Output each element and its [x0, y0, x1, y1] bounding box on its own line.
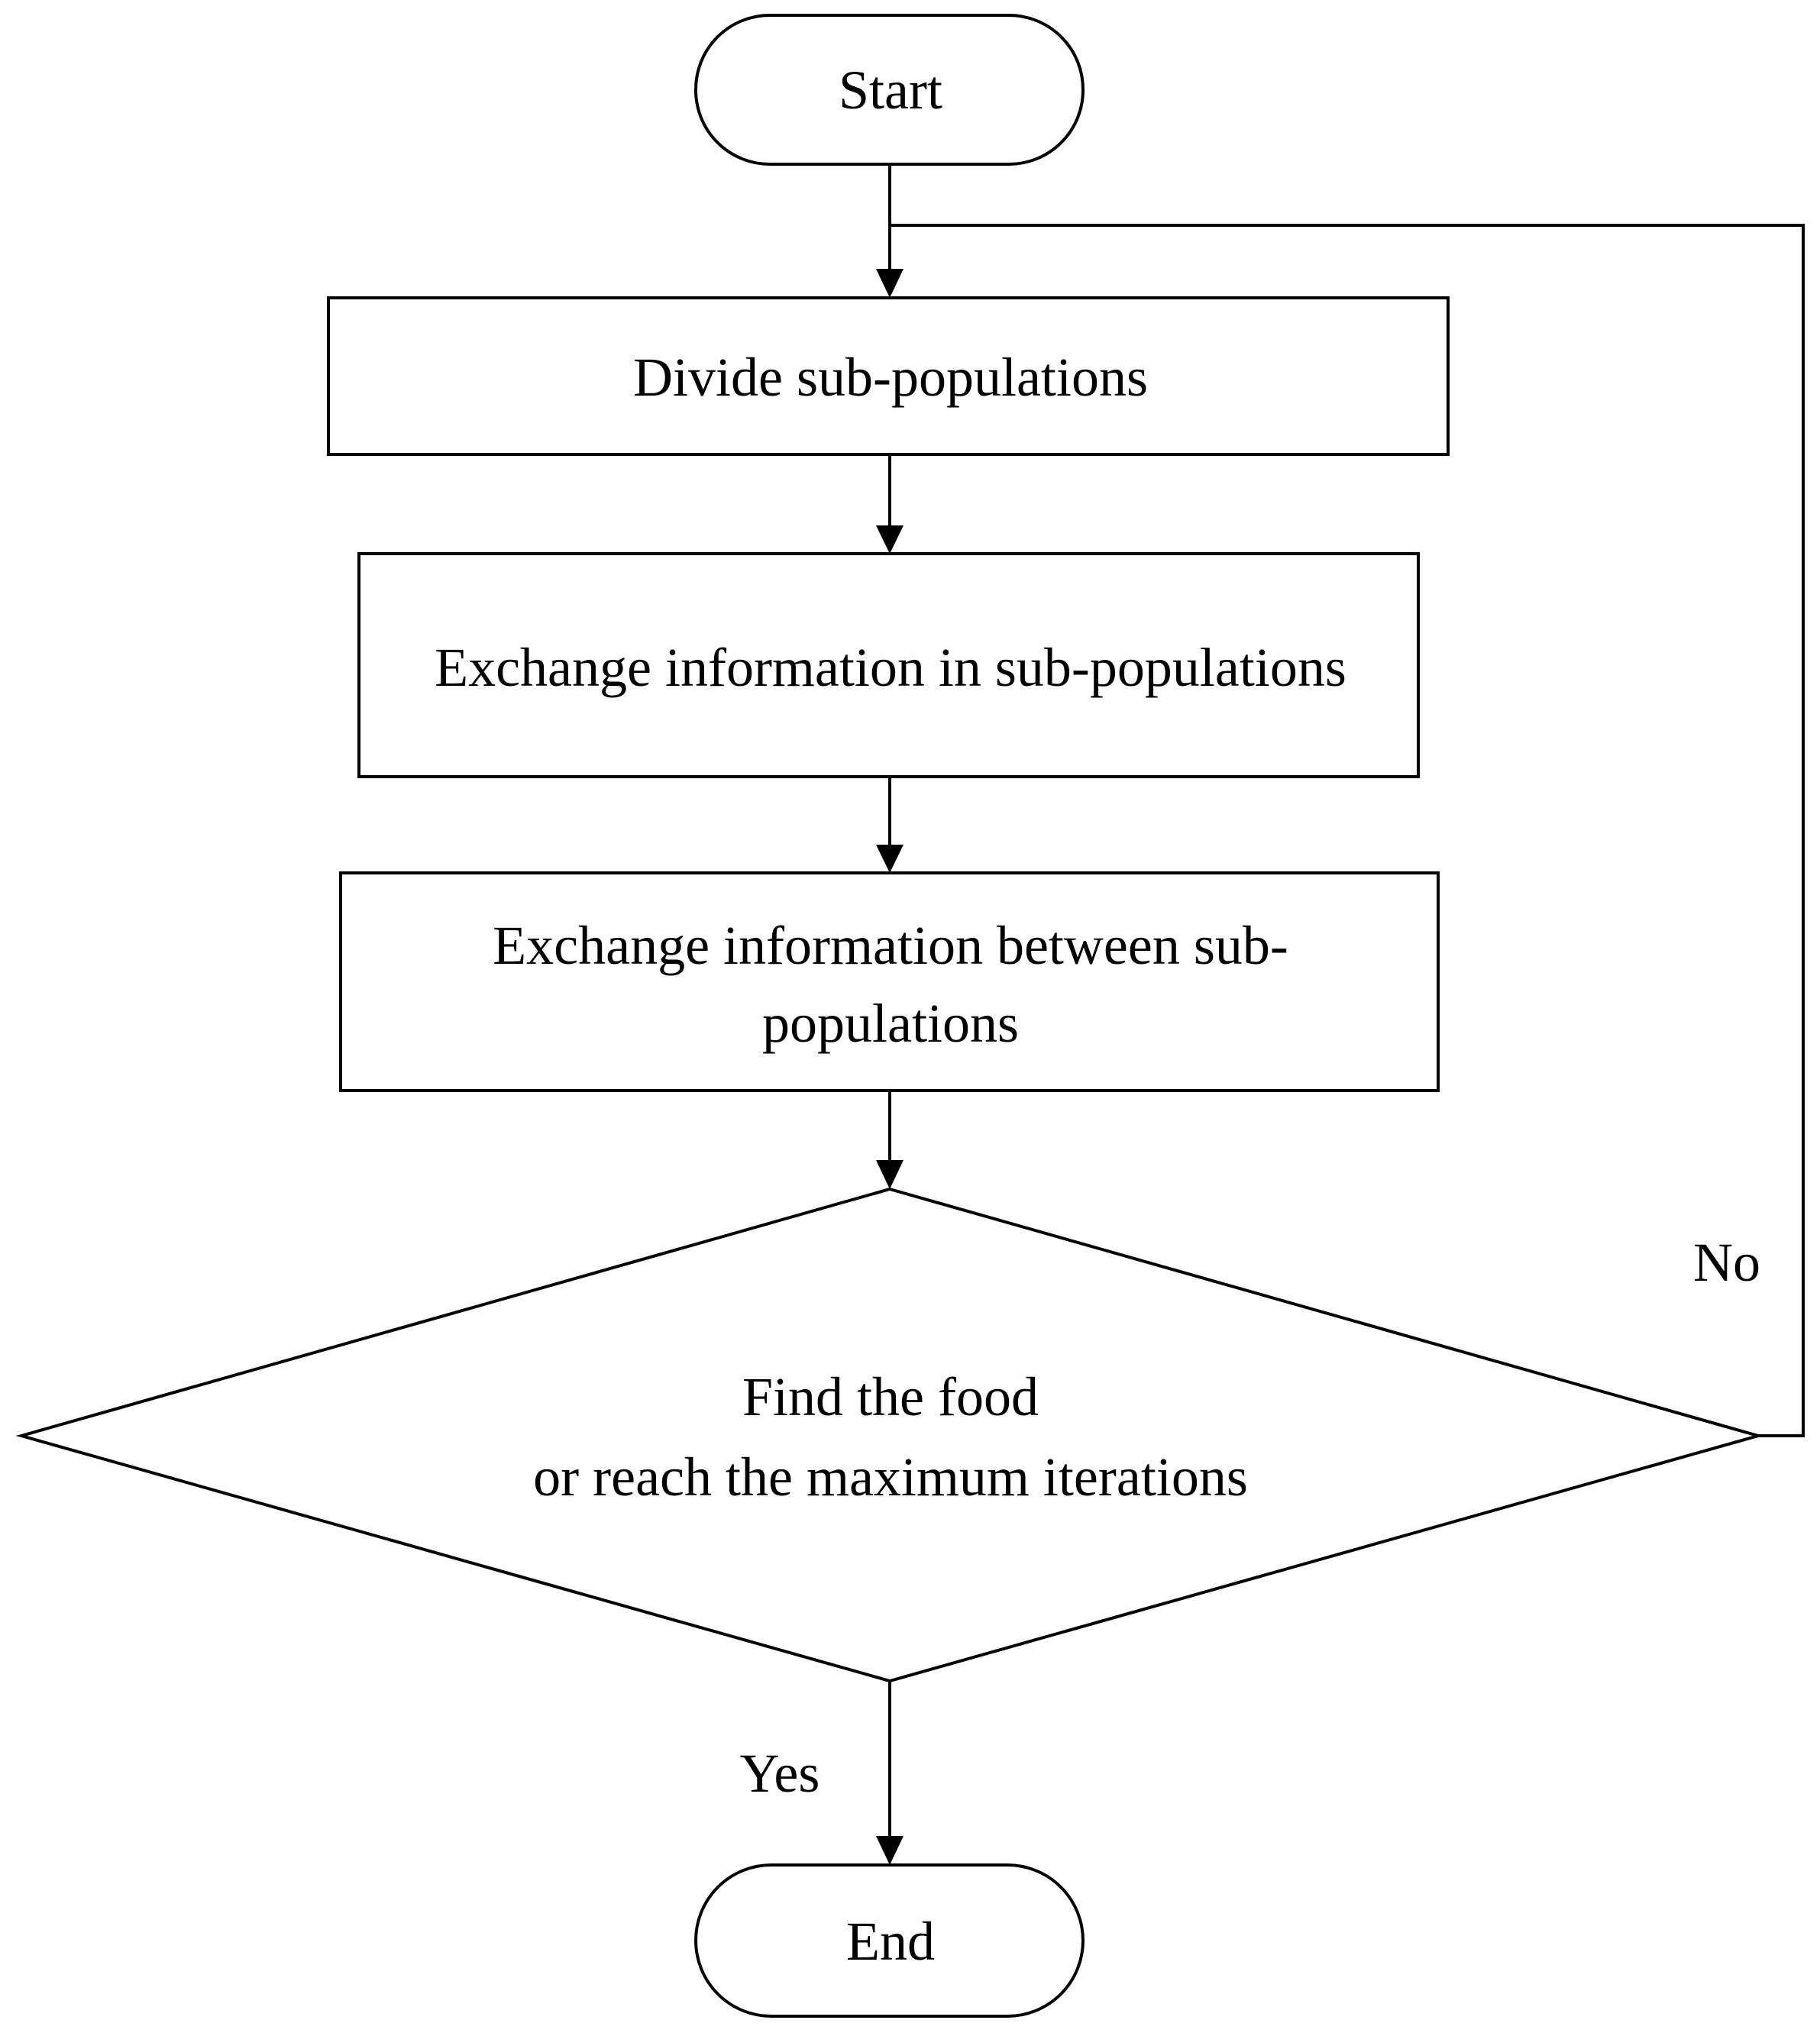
exchange-in-label: Exchange information in sub-populations [435, 637, 1346, 698]
arrowhead-exchange-in [876, 525, 904, 554]
arrowhead-exchange-between [876, 845, 904, 873]
arrowhead-divide [876, 269, 904, 298]
start-terminator: Start [694, 14, 1085, 166]
arrowhead-decision [876, 1160, 904, 1189]
decision-label-line2: or reach the maximum iterations [533, 1446, 1248, 1508]
connector-yes-to-end: Yes [740, 1681, 904, 1865]
divide-box [327, 296, 1450, 456]
end-label: End [846, 1911, 935, 1972]
exchange-between-box [339, 871, 1440, 1092]
process-exchange-between: Exchange information between sub- popula… [339, 871, 1440, 1092]
start-label: Start [839, 60, 942, 121]
process-exchange-in: Exchange information in sub-populations [357, 552, 1420, 778]
connector-divide-to-exchange-in [876, 454, 904, 554]
decision-node: Find the food or reach the maximum itera… [15, 1187, 1764, 1683]
connector-between-to-decision [876, 1091, 904, 1189]
connector-no-loop: No [890, 224, 1805, 1437]
connector-exchange-in-to-between [876, 777, 904, 873]
arrowhead-end [876, 1836, 904, 1865]
exchange-between-label-line1: Exchange information between sub- [493, 915, 1288, 976]
end-shape [694, 1863, 1085, 2018]
connector-start-to-divide [876, 164, 904, 298]
edge-label-no: No [1693, 1232, 1760, 1293]
exchange-between-label-line2: populations [762, 993, 1019, 1054]
end-terminator: End [694, 1863, 1085, 2018]
decision-diamond [15, 1187, 1764, 1683]
edge-label-yes: Yes [740, 1743, 820, 1804]
process-divide: Divide sub-populations [327, 296, 1450, 456]
divide-label: Divide sub-populations [633, 347, 1148, 408]
decision-label-line1: Find the food [742, 1366, 1039, 1427]
